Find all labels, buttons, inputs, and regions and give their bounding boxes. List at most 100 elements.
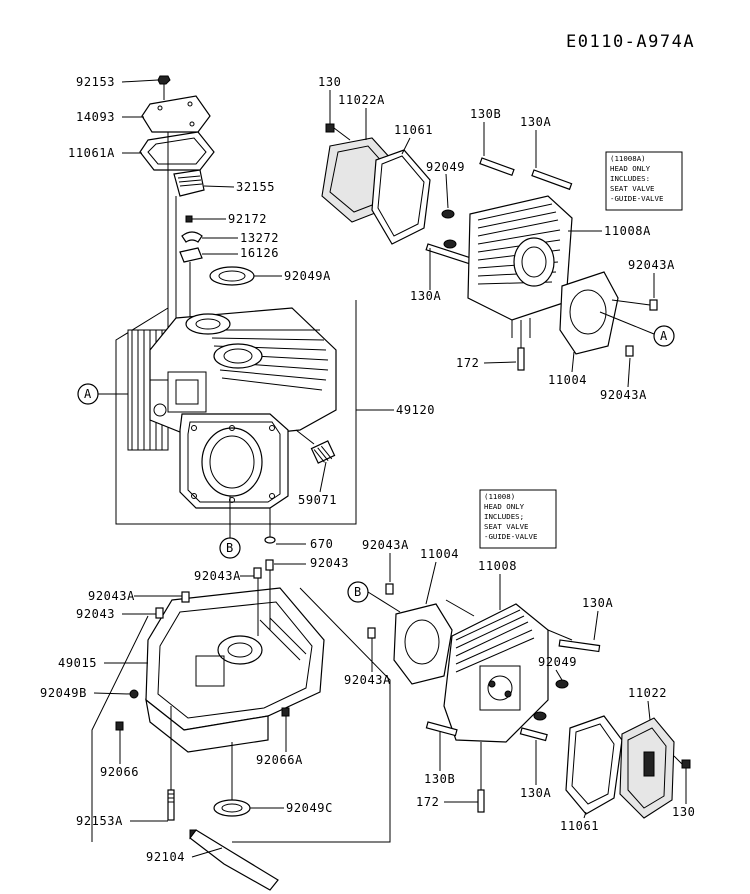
svg-text:A: A <box>84 387 92 401</box>
plate-16126 <box>179 247 203 263</box>
pin-92043-mid <box>265 559 274 571</box>
label-11008a: 11008A <box>604 224 651 238</box>
label-130-bot: 130 <box>672 805 695 819</box>
label-92043a-r2: 92043A <box>600 388 647 402</box>
plug-92066 <box>115 721 124 731</box>
label-92153a: 92153A <box>76 814 123 828</box>
label-49120: 49120 <box>396 403 435 417</box>
gasket-11061-bot <box>565 715 623 815</box>
label-130b-top: 130B <box>470 107 501 121</box>
gasket-11004-top <box>559 271 619 355</box>
label-130a-left: 130A <box>410 289 441 303</box>
note-11008-line1: (11008) <box>484 492 515 501</box>
washer-92049b <box>129 689 139 699</box>
note-box-11008a <box>605 151 683 211</box>
label-11061-bot: 11061 <box>560 819 599 833</box>
oil-seal-92049a <box>209 266 255 286</box>
label-92049b: 92049B <box>40 686 87 700</box>
note-11008a-line3: INCLUDES: <box>610 174 650 183</box>
label-130a-top: 130A <box>520 115 551 129</box>
svg-text:A: A <box>660 329 668 343</box>
label-130a-r: 130A <box>582 596 613 610</box>
note-11008a-line4: SEAT VALVE <box>610 184 655 193</box>
bolt-130-bot <box>681 759 691 769</box>
pin-92043a-left <box>181 591 190 603</box>
note-11008a-line1: (11008A) <box>610 154 646 163</box>
gasket-11061-top <box>371 149 431 245</box>
label-92043a-r1: 92043A <box>628 258 675 272</box>
breather-cover-group <box>139 75 255 340</box>
label-130a-bot: 130A <box>520 786 551 800</box>
label-92043a-bot2: 92043A <box>344 673 391 687</box>
o-ring-670 <box>264 536 276 544</box>
diagram-code: E0110-A974A <box>566 32 695 52</box>
pin-92043a-mid <box>253 567 262 579</box>
label-92104: 92104 <box>146 850 185 864</box>
label-11004-bot: 11004 <box>420 547 459 561</box>
reed-32155 <box>173 169 205 197</box>
label-13272: 13272 <box>240 231 279 245</box>
note-box-11008 <box>479 489 557 549</box>
stud-172-top <box>517 347 525 371</box>
pin-92043a-bot2 <box>367 627 376 639</box>
bolt-130a-r <box>558 639 601 653</box>
spring-59071 <box>295 429 336 464</box>
label-11061a: 11061A <box>68 146 115 160</box>
label-92043-left: 92043 <box>76 607 115 621</box>
pin-92043a-bot1 <box>385 583 394 595</box>
label-59071: 59071 <box>298 493 337 507</box>
label-670: 670 <box>310 537 333 551</box>
note-11008a-line5: -GUIDE-VALVE <box>610 194 663 203</box>
sealant-tube-92104 <box>189 829 279 891</box>
label-172-bot: 172 <box>416 795 439 809</box>
screw-92172 <box>185 215 193 223</box>
bolt-130a-bot <box>519 727 548 742</box>
note-11008-line4: SEAT VALVE <box>484 522 529 531</box>
label-92043a-bot1: 92043A <box>362 538 409 552</box>
label-49015: 49015 <box>58 656 97 670</box>
label-92049c: 92049C <box>286 801 333 815</box>
note-11008a-line2: HEAD ONLY <box>610 164 651 173</box>
note-11008-line5: -GUIDE-VALVE <box>484 532 537 541</box>
bolt-130b-top <box>479 157 515 177</box>
head-assembly-bottom: (11008) HEAD ONLY INCLUDES; SEAT VALVE -… <box>367 489 691 819</box>
label-130b-bot: 130B <box>424 772 455 786</box>
note-11008-line2: HEAD ONLY <box>484 502 525 511</box>
gasket-11004-bot <box>393 603 453 685</box>
bolt-130a-top <box>531 169 573 191</box>
crankcase-cover-49015 <box>91 559 391 891</box>
callout-a-left: A <box>77 383 128 405</box>
label-130-top: 130 <box>318 75 341 89</box>
bolt-130-top <box>325 123 335 133</box>
label-14093: 14093 <box>76 110 115 124</box>
label-92049-top: 92049 <box>426 160 465 174</box>
cylinder-head-11008 <box>443 603 549 743</box>
label-11061-top: 11061 <box>394 123 433 137</box>
label-11008: 11008 <box>478 559 517 573</box>
label-92043-mid: 92043 <box>310 556 349 570</box>
washer-92049-d <box>555 679 569 689</box>
oil-seal-92049c <box>213 799 251 817</box>
label-92066: 92066 <box>100 765 139 779</box>
label-11022: 11022 <box>628 686 667 700</box>
callout-a-right: A <box>599 311 675 347</box>
label-92172: 92172 <box>228 212 267 226</box>
label-92043a-left: 92043A <box>88 589 135 603</box>
stud-172-bot <box>477 789 485 813</box>
cover-plate-14093 <box>141 95 211 133</box>
svg-text:B: B <box>354 585 362 599</box>
label-16126: 16126 <box>240 246 279 260</box>
callout-b-mid: B <box>219 496 241 559</box>
label-92043a-mid: 92043A <box>194 569 241 583</box>
callout-b-right: B <box>347 581 401 613</box>
label-92153: 92153 <box>76 75 115 89</box>
plug-92066a <box>281 707 290 717</box>
label-92049a: 92049A <box>284 269 331 283</box>
label-32155: 32155 <box>236 180 275 194</box>
label-92049-bot: 92049 <box>538 655 577 669</box>
label-11022a: 11022A <box>338 93 385 107</box>
pin-92043a-r2 <box>625 345 634 357</box>
head-assembly-top: (11008A) HEAD ONLY INCLUDES: SEAT VALVE … <box>321 123 683 371</box>
label-92066a: 92066A <box>256 753 303 767</box>
